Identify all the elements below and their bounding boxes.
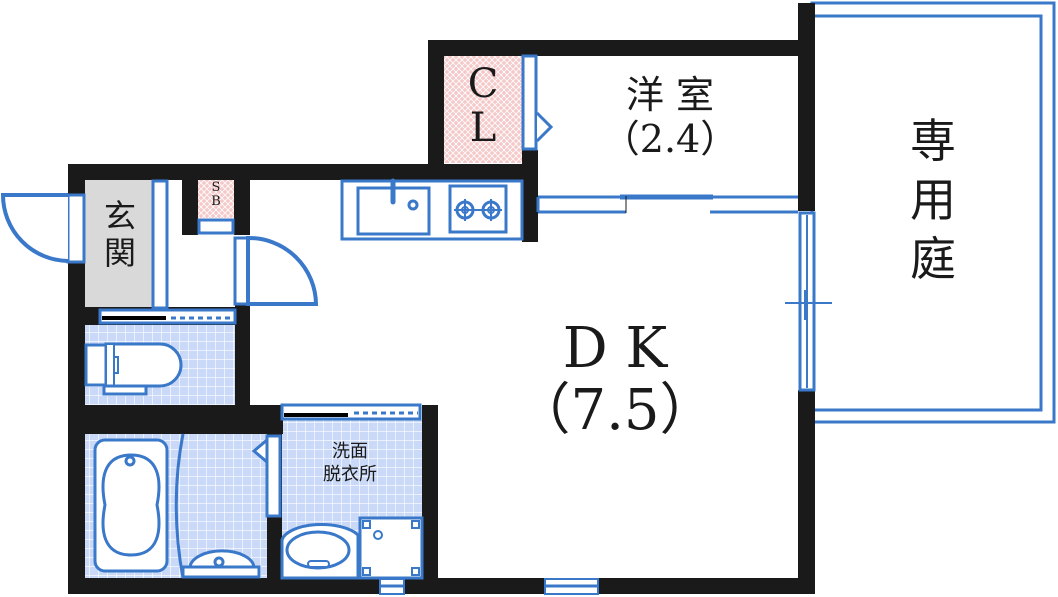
closet-label: C L	[460, 62, 506, 150]
entrance-floor	[85, 180, 155, 307]
washroom-door[interactable]	[280, 403, 422, 421]
washbasin-icon	[280, 522, 360, 580]
entrance-shelf	[151, 179, 169, 310]
burner-icon	[454, 199, 502, 221]
shoebox-fill	[198, 180, 234, 218]
entrance-label-char-2: 関	[103, 233, 136, 272]
shoebox-label-s: S	[211, 180, 221, 195]
garden-label-char-1: 専	[910, 114, 956, 168]
entrance-door[interactable]	[0, 193, 86, 264]
garden-label: 専 用 庭	[905, 112, 961, 289]
bath-door[interactable]	[251, 434, 282, 518]
washroom-label-line-1: 洗面	[332, 441, 368, 462]
closet-door[interactable]	[521, 54, 554, 151]
washroom-label: 洗面 脱衣所	[300, 440, 400, 487]
shoebox-door[interactable]	[197, 218, 235, 235]
shoebox-label-b: B	[211, 193, 221, 209]
dk-name: D K	[562, 316, 668, 381]
youshitsu-size: （2.4）	[601, 116, 739, 161]
washing-machine-icon	[358, 516, 424, 580]
youshitsu-name: 洋 室	[625, 73, 715, 117]
washroom-window[interactable]	[379, 578, 405, 595]
dk-size: （7.5）	[514, 377, 716, 443]
private-garden	[810, 1, 1056, 424]
shoebox-label: S B	[204, 181, 228, 208]
dk-label: D K （7.5）	[505, 318, 725, 441]
closet-fill	[444, 55, 522, 163]
toilet-door[interactable]	[98, 308, 237, 325]
bathtub-icon	[93, 438, 169, 573]
dk-hall-door[interactable]	[233, 235, 319, 306]
garden-window[interactable]	[785, 211, 832, 392]
garden-label-char-2: 用	[910, 172, 956, 227]
sliding-door-youshitsu[interactable]	[536, 194, 798, 214]
closet-label-c: C	[467, 61, 499, 107]
kitchen-counter	[340, 178, 524, 241]
entrance-label: 玄 関	[100, 198, 140, 272]
dk-bottom-window[interactable]	[544, 578, 599, 595]
youshitsu-label: 洋 室 （2.4）	[580, 73, 760, 161]
entrance-label-char-1: 玄	[103, 197, 136, 235]
washroom-label-line-2: 脱衣所	[323, 464, 377, 486]
closet-label-l: L	[469, 105, 497, 151]
bath-curtain-line	[174, 433, 185, 579]
toilet-icon	[84, 342, 183, 396]
bath-drain-icon	[181, 549, 261, 579]
garden-label-char-3: 庭	[910, 231, 956, 286]
